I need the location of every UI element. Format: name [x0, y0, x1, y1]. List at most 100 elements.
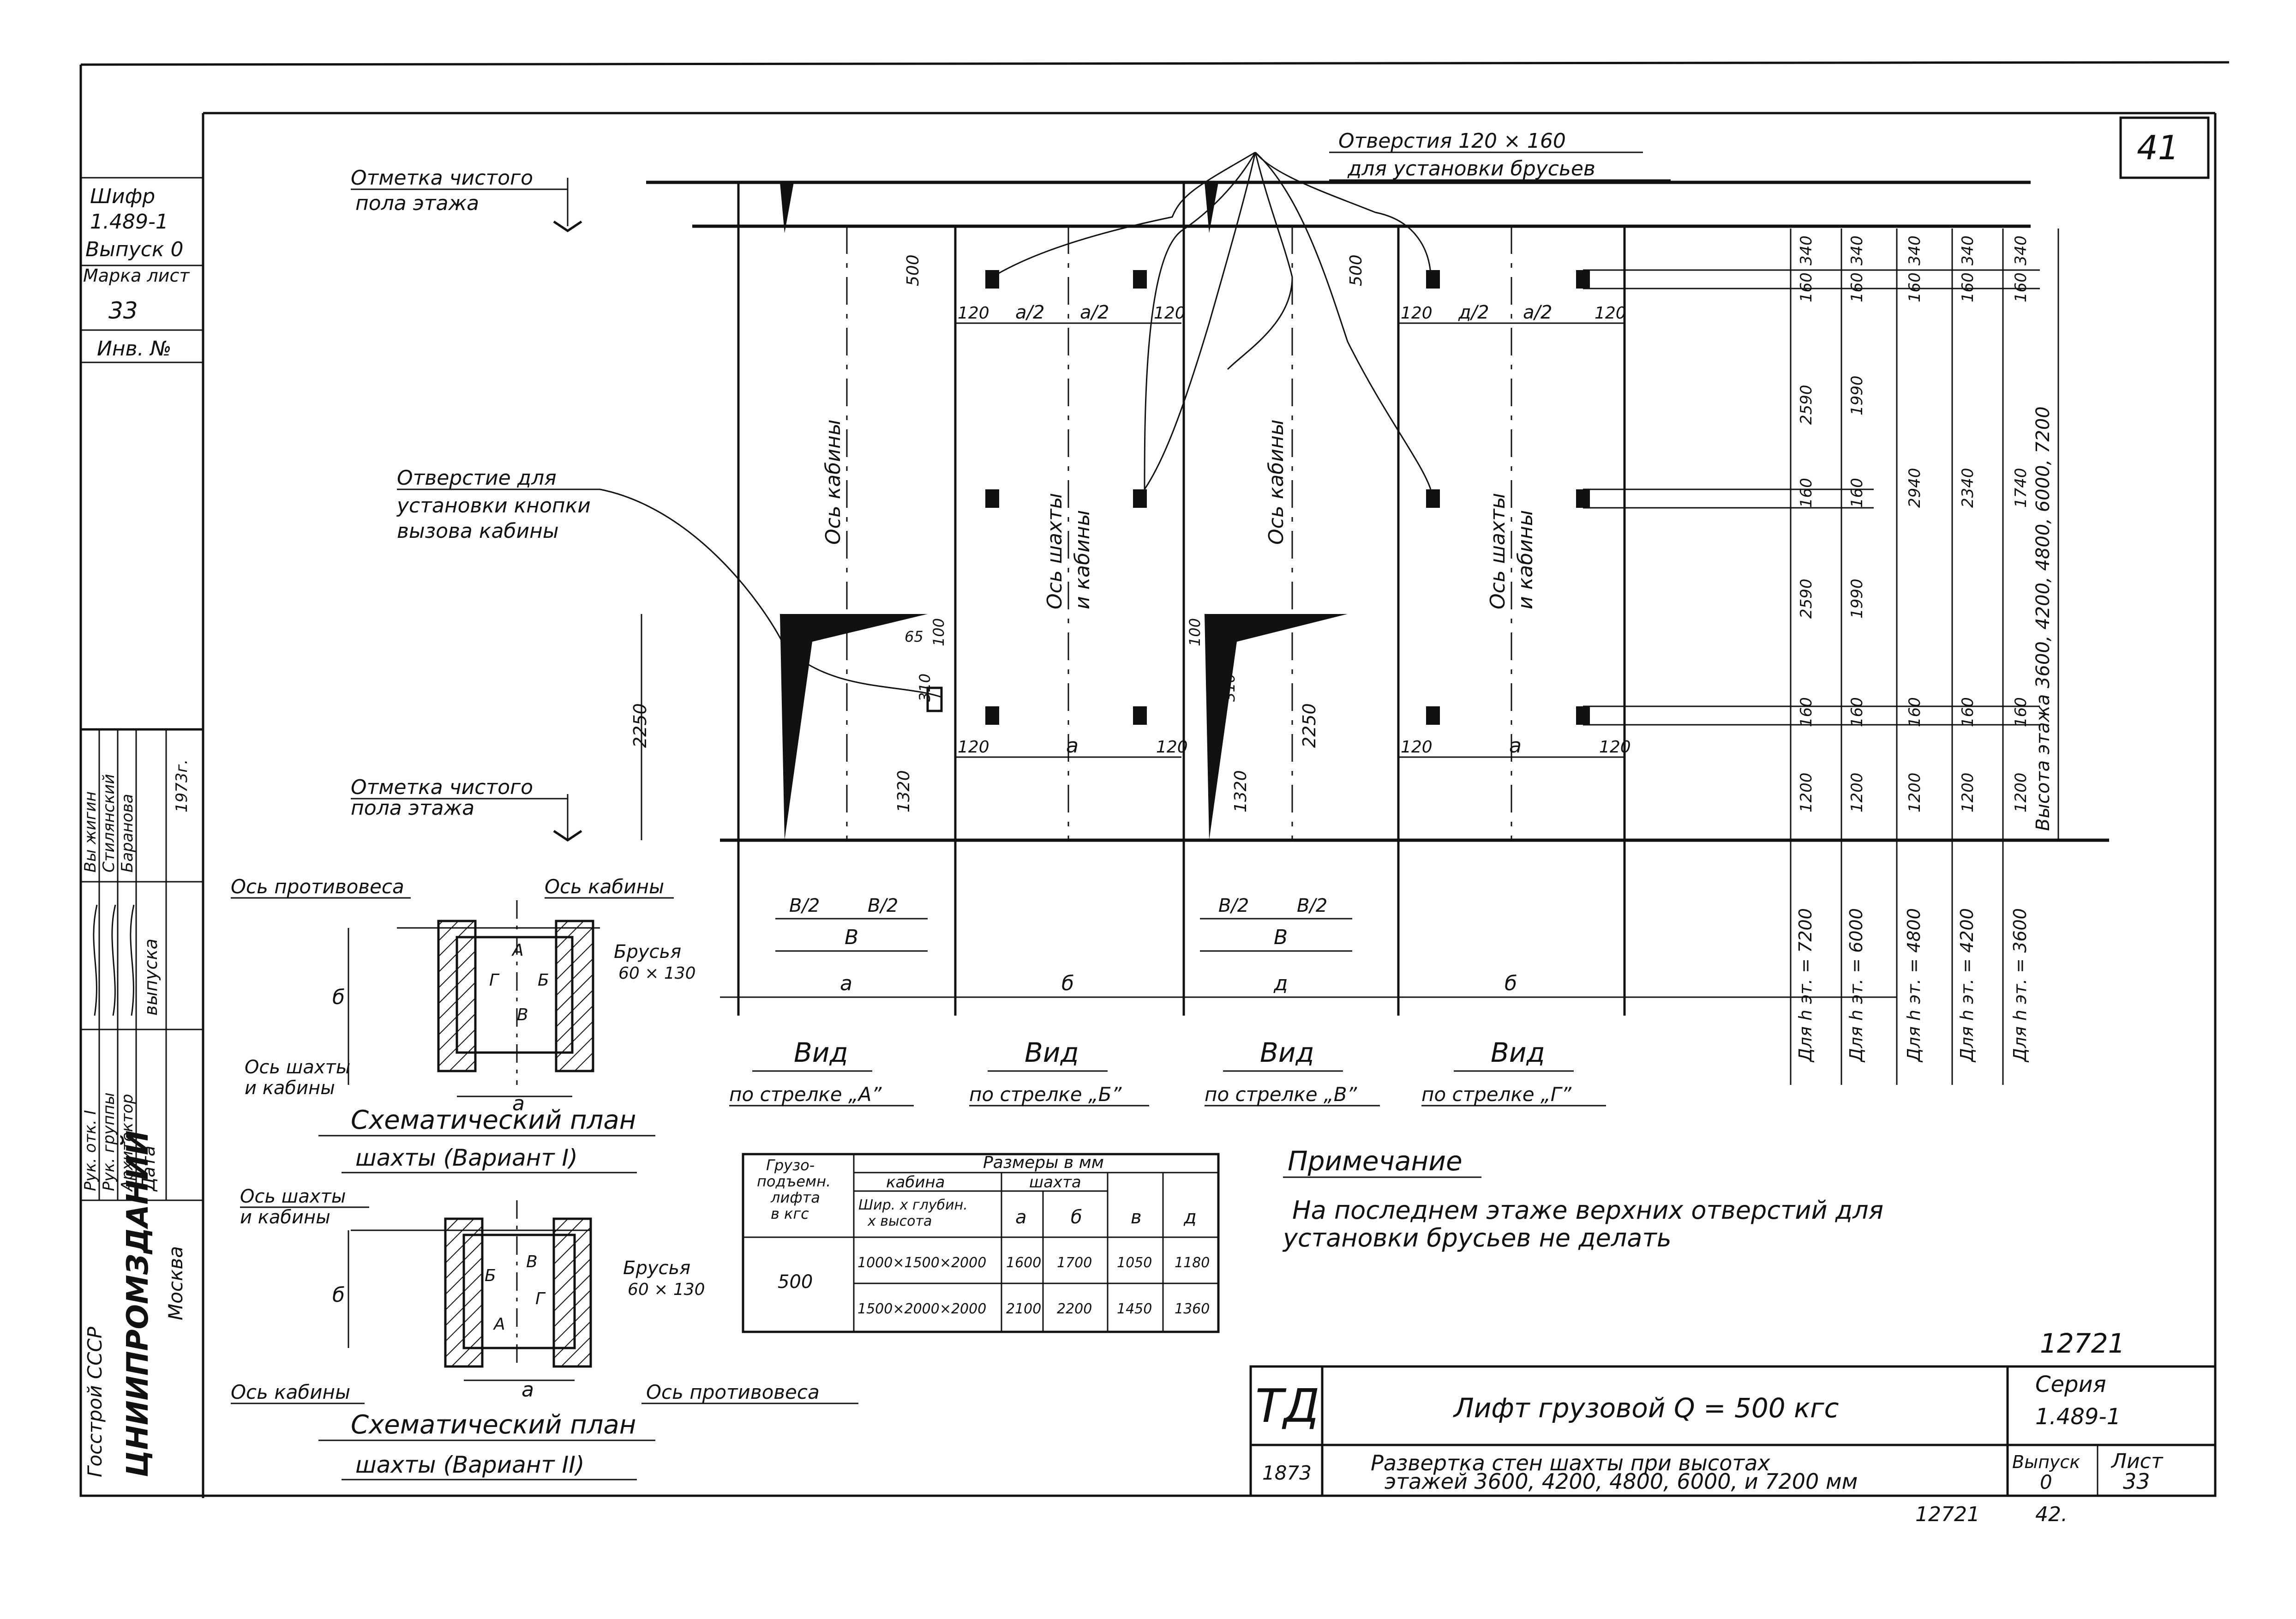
h3600-upper: 1740 [2012, 468, 2030, 508]
plan1-letter-G: Г [489, 971, 500, 990]
h4200-hole: 160 [1959, 272, 1977, 302]
dim-1320-1: 1320 [894, 770, 913, 813]
note-block: Примечание На последнем этаже верхних от… [1282, 1145, 1883, 1252]
plan1-title-1: Схематический план [351, 1105, 636, 1135]
dim-a-1: a [1066, 734, 1079, 758]
plan1-beams-line1: Брусья [614, 941, 681, 963]
dim-2250-1: 2250 [630, 703, 650, 748]
plan-variant-1: Ось противовеса Ось кабины А Г Б В б a Б… [231, 875, 696, 1174]
dim-v2-1: В/2 [789, 895, 820, 916]
plan2-beams-line1: Брусья [623, 1258, 690, 1279]
table-row2-a: 2100 [1006, 1301, 1041, 1317]
dim-b-2: б [1505, 972, 1517, 995]
view-a-title: Вид [794, 1037, 848, 1068]
table-row2-v: 1450 [1117, 1301, 1152, 1317]
table-h-shaft: шахта [1029, 1173, 1081, 1192]
view-captions: Вид по стрелке „А” Вид по стрелке „Б” Ви… [729, 1037, 1606, 1107]
stamp-year: 1973г. [173, 759, 191, 813]
view-g-title: Вид [1491, 1037, 1545, 1068]
plan2-title-2: шахты (Вариант II) [355, 1451, 585, 1478]
dim-d2: д/2 [1458, 302, 1489, 323]
plan2-letter-a: a [522, 1378, 534, 1402]
title-sheet-label: Лист [2110, 1450, 2164, 1473]
dim-65-1: 65 [905, 628, 923, 645]
title-bottom-2: 42. [2035, 1503, 2068, 1526]
h6000-mid: 1990 [1848, 578, 1866, 619]
h6000-hole3: 160 [1848, 697, 1866, 727]
table-row1-a: 1600 [1006, 1255, 1041, 1271]
stamp-row-1: Рук. отк. I [81, 1110, 100, 1191]
title-bottom-1: 12721 [1915, 1503, 1980, 1526]
stamp-sheet-value: 33 [108, 297, 138, 324]
stamp-row-3: Архитектор [118, 1094, 137, 1192]
h7200-hole2: 160 [1797, 478, 1816, 508]
h6000-bottom: 1200 [1848, 772, 1866, 813]
h6000-hole2: 160 [1848, 478, 1866, 508]
h3600-label: Для h эт. = 3600 [2010, 908, 2030, 1063]
stamp-org-2: ЦНИИПРОМЗДАНИЙ [120, 1131, 155, 1477]
h4800-top: 340 [1906, 235, 1924, 265]
beam-holes [985, 270, 1590, 725]
plan2-cabin-axis: Ось кабины [231, 1381, 350, 1403]
side-stamp: Шифр 1.489-1 Выпуск 0 Марка лист 33 Инв.… [81, 177, 203, 363]
table-row1-b: 1700 [1057, 1255, 1092, 1271]
heights-table: 340 160 2590 160 2590 160 1200 Для h эт.… [1790, 229, 2059, 1085]
plan2-shaft-axis-1: Ось шахты [240, 1186, 346, 1207]
stamp-issue: Выпуск 0 [85, 238, 183, 261]
total-height-label: Высота этажа 3600, 4200, 4800, 6000, 720… [2032, 406, 2054, 831]
stamp-org-1: Госстрой СССР [84, 1326, 106, 1477]
plan1-beams-line2: 60 × 130 [618, 964, 696, 983]
call-button-line2: установки кнопки [396, 494, 591, 518]
dim-a2-c: a/2 [1523, 302, 1552, 323]
stamp-series: 1.489-1 [90, 210, 168, 234]
title-code: 1873 [1262, 1462, 1312, 1484]
holes-beams-line1: Отверстия 120 × 160 [1338, 129, 1566, 153]
h7200-bottom: 1200 [1797, 772, 1816, 813]
title-top-number: 12721 [2040, 1328, 2125, 1359]
dim-120-g: 120 [1401, 738, 1433, 757]
plan1-letter-b: б [332, 986, 345, 1009]
plan2-letter-A: А [493, 1315, 505, 1334]
table-h-load-3: лифта [770, 1189, 820, 1206]
call-button-line3: вызова кабины [397, 519, 559, 543]
title-issue-label: Выпуск [2012, 1452, 2080, 1472]
h7200-mid: 2590 [1797, 578, 1816, 619]
plan2-letter-b: б [332, 1283, 345, 1307]
table-h-sizes: Размеры в мм [983, 1153, 1104, 1172]
height-col-7200: 340 160 2590 160 2590 160 1200 Для h эт.… [1795, 235, 1816, 1063]
table-h-cabin-dims-1: Шир. х глубин. [858, 1197, 968, 1213]
plan2-counterweight-axis: Ось противовеса [646, 1381, 820, 1403]
view-b-title: Вид [1025, 1037, 1079, 1068]
h3600-hole3: 160 [2012, 697, 2030, 727]
h4800-hole: 160 [1906, 272, 1924, 302]
h4200-hole3: 160 [1959, 697, 1977, 727]
dim-120-a: 120 [958, 304, 989, 323]
dim-310-2: 310 [1221, 674, 1238, 702]
table-h-cabin-dims-2: х высота [867, 1213, 932, 1229]
table-row2-cabin: 1500×2000×2000 [857, 1301, 986, 1317]
title-td: ТД [1255, 1379, 1319, 1433]
title-main: Лифт грузовой Q = 500 кгс [1453, 1392, 1839, 1424]
stamp-row-2: Рук. группы [100, 1092, 118, 1191]
top-notes: Отметка чистого пола этажа Отверстия 120… [351, 129, 1671, 842]
plan1-cabin-axis: Ось кабины [545, 875, 664, 898]
title-sub-2: этажей 3600, 4200, 4800, 6000, и 7200 мм [1385, 1469, 1858, 1494]
height-col-4200: 340 160 2340 160 1200 Для h эт. = 4200 [1957, 235, 1977, 1063]
h4800-hole3: 160 [1906, 697, 1924, 727]
dim-2250-2: 2250 [1299, 703, 1319, 748]
stamp-name-2: Стилянский [100, 774, 118, 873]
plan-variant-2: Ось шахты и кабины Б В Г А б a Брусья 60… [231, 1186, 858, 1481]
stamp-name-1: Вы жигин [81, 791, 100, 873]
dim-a-3: a [840, 972, 852, 995]
h4200-bottom: 1200 [1959, 772, 1977, 813]
plan2-title-1: Схематический план [351, 1410, 636, 1440]
shaft-axis-label-1a: Ось шахты [1043, 493, 1067, 609]
stamp-name-4: выпуска [141, 939, 161, 1016]
h6000-hole: 160 [1848, 272, 1866, 302]
height-col-6000: 340 160 1990 160 1990 160 1200 Для h эт.… [1846, 235, 1866, 1063]
title-block: 12721 ТД 1873 Лифт грузовой Q = 500 кгс … [1249, 1328, 2217, 1526]
note-line-1: На последнем этаже верхних отверстий для [1292, 1196, 1883, 1225]
table-row1-cabin: 1000×1500×2000 [857, 1255, 986, 1271]
table-h-load-4: в кгс [771, 1205, 809, 1222]
table-h-load-1: Грузо- [766, 1156, 815, 1174]
